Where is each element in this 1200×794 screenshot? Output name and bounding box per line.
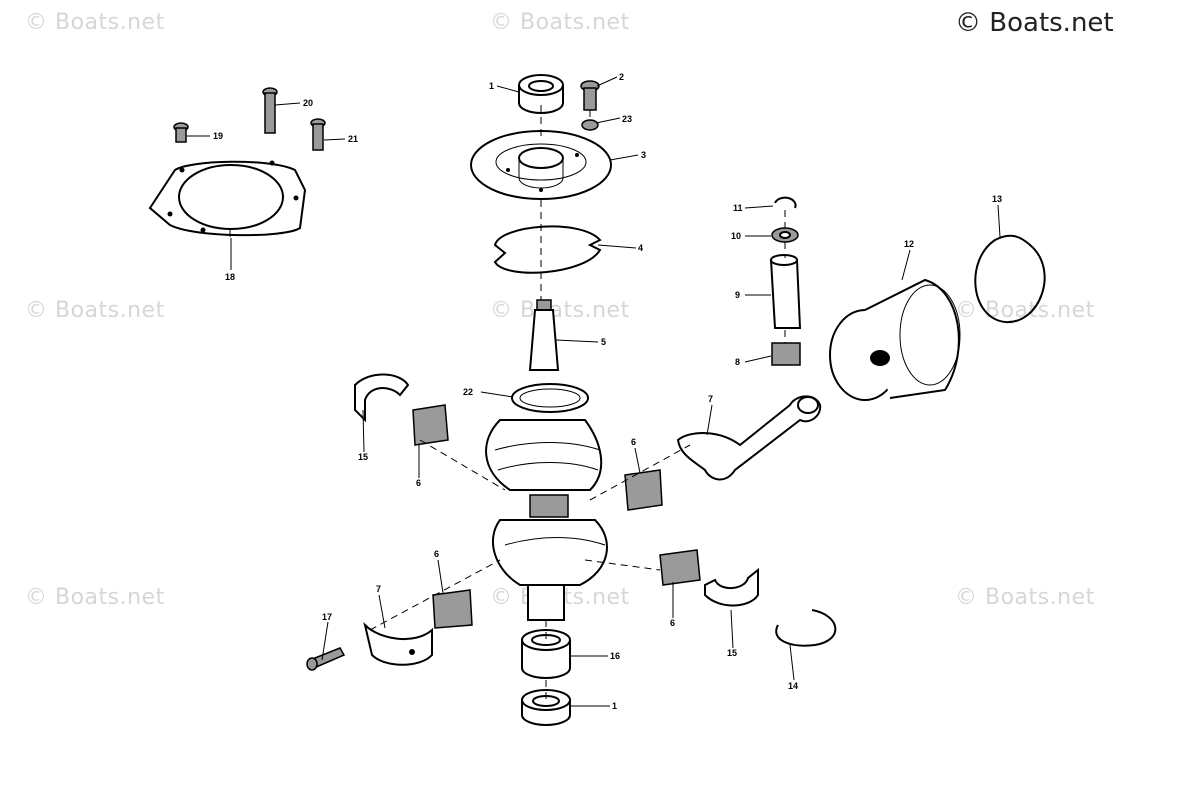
callout-label[interactable]: 18 — [225, 272, 235, 282]
part-wrist-pin[interactable] — [769, 254, 802, 329]
watermark: © Boats.net — [955, 298, 1095, 323]
part-washer-small[interactable] — [581, 119, 599, 131]
part-clip[interactable] — [774, 196, 797, 209]
copyright-notice: © Boats.net — [955, 8, 1114, 38]
callout-label[interactable]: 12 — [904, 239, 914, 249]
part-rod-bearing-a[interactable] — [412, 404, 449, 446]
callout-labels: 1 2 23 3 4 5 22 20 19 21 18 11 10 9 8 13… — [213, 72, 1002, 711]
callout-label[interactable]: 6 — [434, 549, 439, 559]
callout-label[interactable]: 9 — [735, 290, 740, 300]
part-needle-bearing-small[interactable] — [771, 342, 801, 366]
watermark: © Boats.net — [25, 298, 165, 323]
part-rod-bearing-c[interactable] — [432, 589, 473, 629]
callout-label[interactable]: 15 — [358, 452, 368, 462]
callout-label[interactable]: 16 — [610, 651, 620, 661]
callout-label[interactable]: 1 — [612, 701, 617, 711]
assembly-lines — [229, 105, 786, 700]
part-thrust-washer[interactable] — [771, 227, 799, 243]
callout-label[interactable]: 2 — [619, 72, 624, 82]
part-screw[interactable] — [580, 80, 600, 111]
part-housing[interactable] — [470, 130, 612, 200]
callout-label[interactable]: 4 — [638, 243, 643, 253]
callout-label[interactable]: 6 — [631, 437, 636, 447]
part-screw-21[interactable] — [310, 118, 326, 151]
part-screw-20[interactable] — [262, 87, 278, 134]
callout-label[interactable]: 10 — [731, 231, 741, 241]
callout-label[interactable]: 11 — [733, 203, 743, 213]
part-cover-gasket[interactable] — [148, 160, 307, 237]
part-rod-bearing-d[interactable] — [659, 549, 701, 586]
part-rod-bearing-b[interactable] — [624, 469, 663, 511]
callout-label[interactable]: 23 — [622, 114, 632, 124]
part-gasket[interactable] — [493, 225, 602, 274]
watermark: © Boats.net — [25, 10, 165, 35]
watermark: © Boats.net — [955, 585, 1095, 610]
callout-label[interactable]: 8 — [735, 357, 740, 367]
callout-label[interactable]: 20 — [303, 98, 313, 108]
callout-label[interactable]: 5 — [601, 337, 606, 347]
watermark: © Boats.net — [490, 10, 630, 35]
callout-label[interactable]: 15 — [727, 648, 737, 658]
callout-label[interactable]: 6 — [416, 478, 421, 488]
part-lower-bearing[interactable] — [521, 629, 571, 679]
callout-label[interactable]: 22 — [463, 387, 473, 397]
callout-label[interactable]: 19 — [213, 131, 223, 141]
part-main-bearing-lower[interactable] — [704, 567, 759, 607]
part-crankshaft[interactable] — [485, 299, 608, 621]
part-seal-bottom[interactable] — [521, 689, 571, 726]
part-rod-cap[interactable] — [363, 621, 433, 666]
callout-label[interactable]: 1 — [489, 81, 494, 91]
part-screw-19[interactable] — [173, 122, 189, 143]
part-retaining-ring[interactable] — [775, 609, 837, 647]
callout-label[interactable]: 6 — [670, 618, 675, 628]
callout-label[interactable]: 17 — [322, 612, 332, 622]
callout-label[interactable]: 3 — [641, 150, 646, 160]
part-piston[interactable] — [829, 278, 961, 401]
watermark: © Boats.net — [490, 298, 630, 323]
watermark: © Boats.net — [25, 585, 165, 610]
part-rod-bolt[interactable] — [306, 647, 346, 671]
part-main-bearing-upper[interactable] — [354, 373, 410, 423]
part-seal-top[interactable] — [518, 74, 564, 114]
callout-label[interactable]: 7 — [376, 584, 381, 594]
leader-lines — [187, 76, 1001, 707]
callout-label[interactable]: 21 — [348, 134, 358, 144]
callout-label[interactable]: 14 — [788, 681, 798, 691]
part-piston-ring[interactable] — [974, 234, 1046, 324]
part-connecting-rod[interactable] — [676, 395, 822, 481]
callout-label[interactable]: 13 — [992, 194, 1002, 204]
callout-label[interactable]: 7 — [708, 394, 713, 404]
